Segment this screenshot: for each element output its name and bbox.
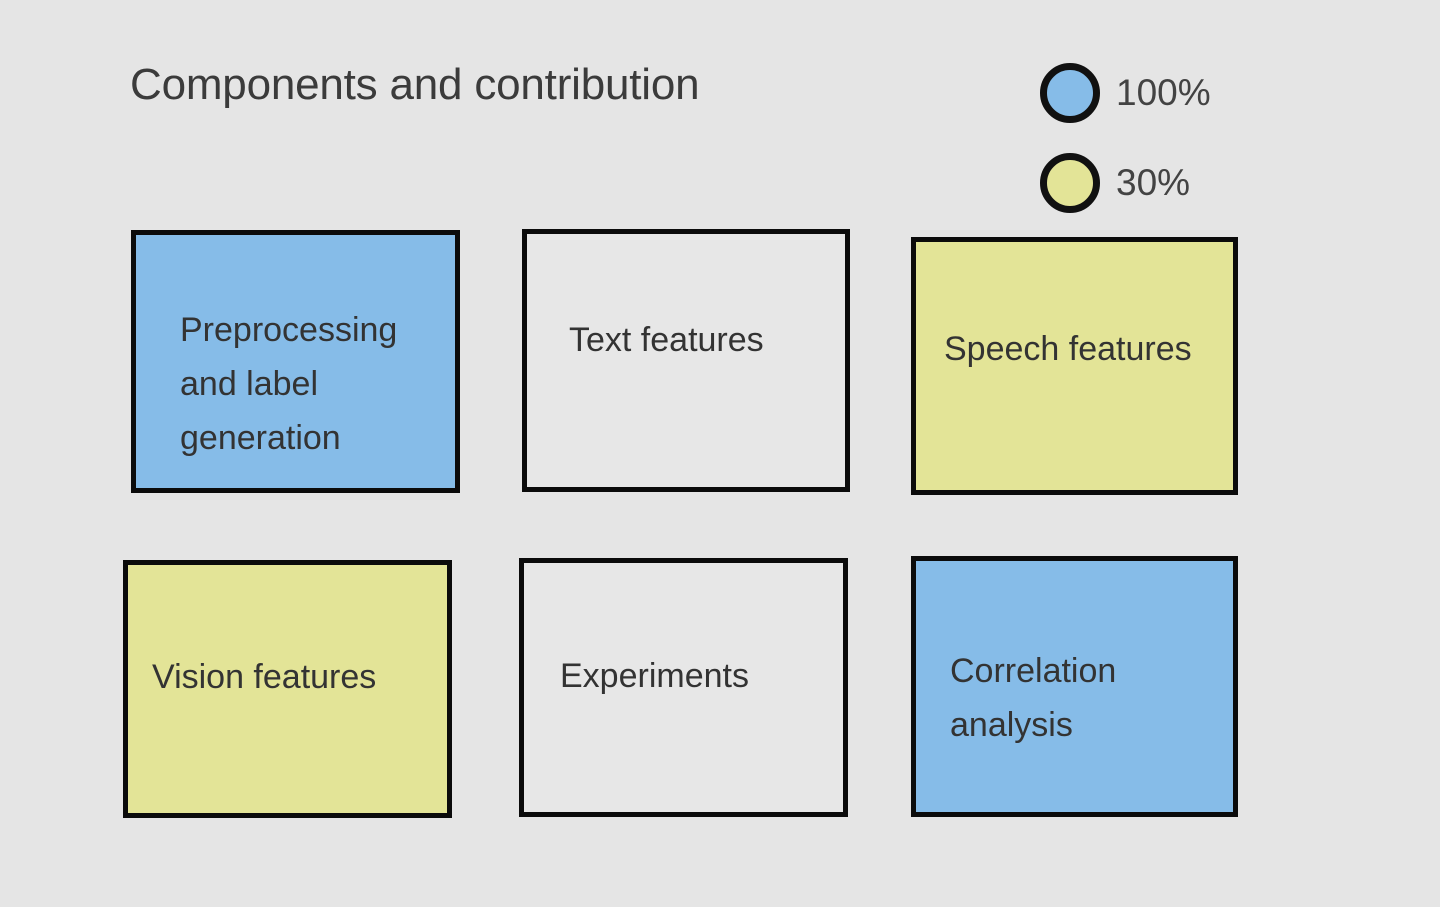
legend-item-partial: 30% (1040, 138, 1340, 228)
node-text-features[interactable]: Text features (522, 229, 850, 492)
node-text-features-label: Text features (569, 321, 764, 359)
node-correlation-analysis[interactable]: Correlation analysis (911, 556, 1238, 817)
node-speech-features-label: Speech features (944, 330, 1192, 368)
node-preprocessing[interactable]: Preprocessing and label generation (131, 230, 460, 493)
legend-label-full: 100% (1116, 72, 1211, 113)
node-experiments-label: Experiments (560, 657, 749, 695)
node-vision-features-label: Vision features (152, 658, 377, 696)
legend-swatch-blue-icon (1040, 63, 1100, 123)
page-title: Components and contribution (130, 60, 700, 109)
legend-item-full: 100% (1040, 48, 1340, 138)
node-preprocessing-label: Preprocessing and label generation (180, 311, 398, 457)
node-vision-features[interactable]: Vision features (123, 560, 452, 818)
node-experiments[interactable]: Experiments (519, 558, 848, 817)
node-speech-features[interactable]: Speech features (911, 237, 1238, 495)
legend: 100% 30% (1040, 48, 1340, 228)
legend-swatch-yellow-icon (1040, 153, 1100, 213)
node-correlation-analysis-label: Correlation analysis (950, 652, 1117, 744)
legend-label-partial: 30% (1116, 162, 1191, 203)
